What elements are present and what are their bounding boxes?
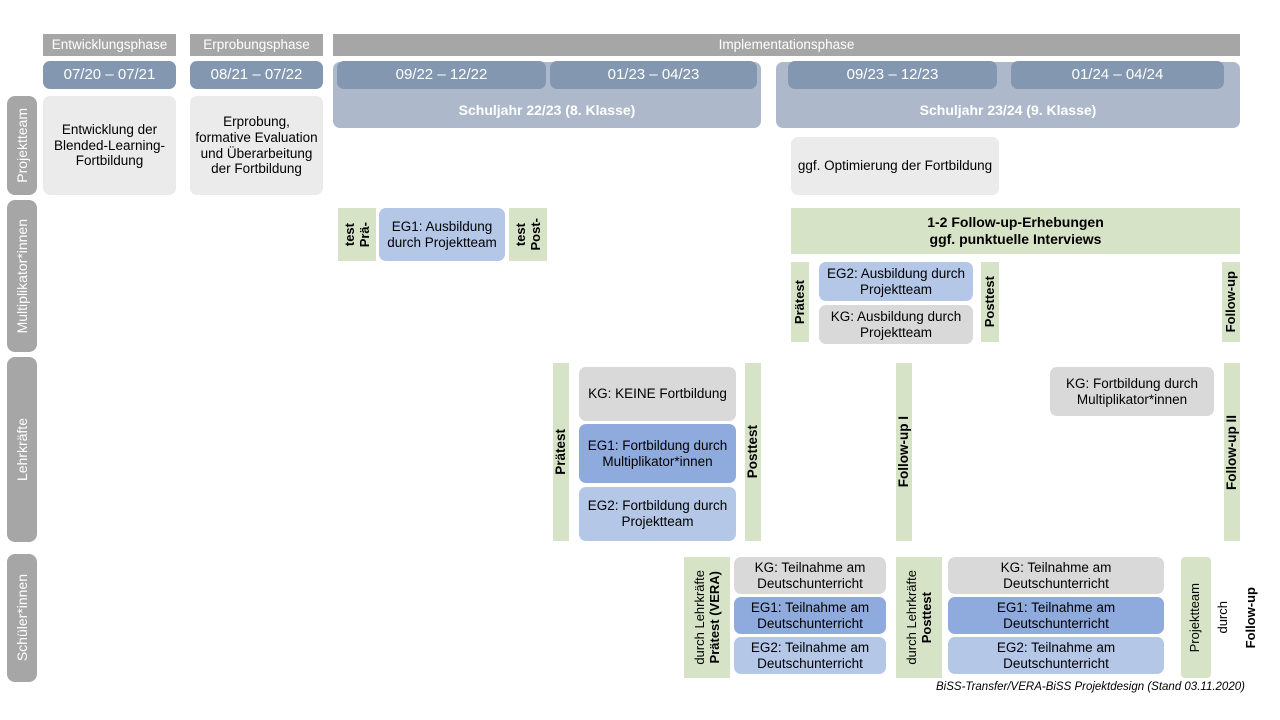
card-text: KG: Teilnahme am Deutschunterricht xyxy=(1000,559,1112,591)
row-label-schuelerinnen: Schüler*innen xyxy=(7,554,37,682)
period-bar-09-23-12-23: 09/23 – 12/23 xyxy=(788,61,997,89)
card-text: EG2: Fortbildung durch Projektteam xyxy=(587,498,728,529)
praetest-text: Prätest xyxy=(792,279,808,325)
banner-line-1: 1-2 Follow-up-Erhebungen xyxy=(927,214,1104,231)
phase-label: Entwicklungsphase xyxy=(51,37,168,53)
phase-header-entwicklungsphase: Entwicklungsphase xyxy=(43,34,176,56)
card-text: EG2: Ausbildung durch Projektteam xyxy=(826,265,966,297)
schueler-eg2-card-1: EG2: Teilnahme am Deutschunterricht xyxy=(734,637,886,674)
row-label-text: Projektteam xyxy=(13,108,30,183)
period-label: 09/22 – 12/22 xyxy=(395,66,488,84)
multiplikatoren-eg2-card: EG2: Ausbildung durch Projektteam xyxy=(819,262,973,301)
lehrkraefte-followup-2: Follow-up II xyxy=(1224,363,1240,541)
lehrkraefte-posttest: Posttest xyxy=(745,363,761,541)
card-text: KG: Ausbildung durch Projektteam xyxy=(830,308,962,340)
multiplikatoren-kg-card: KG: Ausbildung durch Projektteam xyxy=(819,305,973,344)
period-bar-01-23-04-23: 01/23 – 04/23 xyxy=(550,61,757,89)
followup-text: Follow-up xyxy=(1223,271,1239,333)
multiplikatoren-eg1-card: EG1: Ausbildung durch Projektteam xyxy=(379,208,505,261)
praetest-sub-line: durch Lehrkräfte xyxy=(692,570,707,665)
lehrkraefte-followup-1: Follow-up I xyxy=(896,363,912,541)
row-label-lehrkraefte: Lehrkräfte xyxy=(7,357,37,542)
posttest-text: Posttest xyxy=(745,425,761,479)
posttest-sub-line: durch Lehrkräfte xyxy=(904,570,919,665)
projektteam-erprobung-card: Erprobung, formative Evaluation und Über… xyxy=(190,96,323,195)
banner-line-2: ggf. punktuelle Interviews xyxy=(929,231,1102,247)
phase-label: Implementationsphase xyxy=(718,37,855,53)
row-label-text: Schüler*innen xyxy=(13,574,30,662)
period-label: 08/21 – 07/22 xyxy=(210,66,303,84)
followup-text: Follow-up II xyxy=(1224,414,1240,490)
schueler-posttest: Posttest durch Lehrkräfte xyxy=(896,557,942,678)
multiplikatoren-posttest-2: Posttest xyxy=(981,262,999,342)
card-text: Erprobung, formative Evaluation und Über… xyxy=(195,113,318,177)
row-label-projektteam: Projektteam xyxy=(7,96,37,195)
followup-sub-line-2: Projektteam xyxy=(1187,582,1202,653)
school-year-label: Schuljahr 22/23 (8. Klasse) xyxy=(458,102,636,119)
row-label-multiplikatorinnen: Multiplikator*innen xyxy=(7,200,37,352)
phase-header-implementationsphase: Implementationsphase xyxy=(333,34,1240,56)
school-year-label: Schuljahr 23/24 (9. Klasse) xyxy=(919,102,1097,119)
card-text: Entwicklung der Blended-Learning-Fortbil… xyxy=(53,121,166,169)
posttest-bold-line: Posttest xyxy=(919,591,934,644)
card-text: EG2: Teilnahme am Deutschunterricht xyxy=(996,639,1116,671)
schueler-praetest-vera: Prätest (VERA) durch Lehrkräfte xyxy=(684,557,730,678)
period-label: 07/20 – 07/21 xyxy=(63,66,156,84)
period-bar-07-20-07-21: 07/20 – 07/21 xyxy=(43,61,176,89)
row-label-text: Multiplikator*innen xyxy=(13,218,30,334)
lehrkraefte-kg-fortbildung-card: KG: Fortbildung durch Multiplikator*inne… xyxy=(1050,367,1214,416)
schueler-followup-labels: Follow-up durch Projektteam xyxy=(1181,557,1273,678)
schueler-eg1-card-2: EG1: Teilnahme am Deutschunterricht xyxy=(948,597,1164,634)
praetest-line-1: Prä- xyxy=(357,221,372,248)
period-bar-09-22-12-22: 09/22 – 12/22 xyxy=(337,61,546,89)
followup-bold-line: Follow-up xyxy=(1243,586,1258,649)
lehrkraefte-kg-keine-card: KG: KEINE Fortbildung xyxy=(579,367,736,421)
posttest-text: Posttest xyxy=(982,276,998,328)
period-bar-01-24-04-24: 01/24 – 04/24 xyxy=(1011,61,1224,89)
card-text: EG2: Teilnahme am Deutschunterricht xyxy=(750,639,870,671)
multiplikatoren-posttest-1: Post- test xyxy=(509,208,547,261)
posttest-line-1: Post- xyxy=(528,218,543,251)
schueler-kg-card-1: KG: Teilnahme am Deutschunterricht xyxy=(734,557,886,594)
followup-text: Follow-up I xyxy=(896,416,912,488)
phase-header-erprobungsphase: Erprobungsphase xyxy=(190,34,323,56)
period-label: 01/23 – 04/23 xyxy=(607,66,700,84)
posttest-line-2: test xyxy=(513,222,528,247)
lehrkraefte-praetest: Prätest xyxy=(553,363,569,541)
projektteam-optimierung-card: ggf. Optimierung der Fortbildung xyxy=(791,137,999,195)
lehrkraefte-eg2-card: EG2: Fortbildung durch Projektteam xyxy=(579,487,736,541)
footer-caption: BiSS-Transfer/VERA-BiSS Projektdesign (S… xyxy=(936,681,1245,693)
praetest-text: Prätest xyxy=(553,429,569,475)
lehrkraefte-eg1-card: EG1: Fortbildung durch Multiplikator*inn… xyxy=(579,424,736,483)
card-text: KG: Teilnahme am Deutschunterricht xyxy=(754,559,866,591)
followup-sub-line-1: durch xyxy=(1215,601,1230,634)
praetest-line-2: test xyxy=(342,222,357,247)
row-label-text: Lehrkräfte xyxy=(13,417,30,482)
multiplikatoren-praetest-1: Prä- test xyxy=(338,208,376,261)
period-bar-08-21-07-22: 08/21 – 07/22 xyxy=(190,61,323,89)
multiplikatoren-praetest-2: Prätest xyxy=(791,262,809,342)
card-text: ggf. Optimierung der Fortbildung xyxy=(797,158,993,174)
schueler-eg2-card-2: EG2: Teilnahme am Deutschunterricht xyxy=(948,637,1164,674)
period-label: 09/23 – 12/23 xyxy=(846,66,939,84)
card-text: KG: Fortbildung durch Multiplikator*inne… xyxy=(1065,375,1199,407)
card-text: EG1: Teilnahme am Deutschunterricht xyxy=(996,599,1116,631)
card-text: KG: KEINE Fortbildung xyxy=(588,386,727,402)
phase-label: Erprobungsphase xyxy=(203,37,310,53)
multiplikatoren-followup: Follow-up xyxy=(1222,262,1240,342)
card-text: EG1: Teilnahme am Deutschunterricht xyxy=(750,599,870,631)
schueler-followup-box xyxy=(1181,557,1211,678)
praetest-bold-line: Prätest (VERA) xyxy=(707,571,722,664)
card-text: EG1: Ausbildung durch Projektteam xyxy=(387,218,497,250)
schueler-eg1-card-1: EG1: Teilnahme am Deutschunterricht xyxy=(734,597,886,634)
period-label: 01/24 – 04/24 xyxy=(1071,66,1164,84)
projektteam-entwicklung-card: Entwicklung der Blended-Learning-Fortbil… xyxy=(43,96,176,195)
card-text: EG1: Fortbildung durch Multiplikator*inn… xyxy=(587,437,728,469)
multiplikatoren-followup-banner: 1-2 Follow-up-Erhebungen ggf. punktuelle… xyxy=(791,208,1240,254)
schueler-kg-card-2: KG: Teilnahme am Deutschunterricht xyxy=(948,557,1164,594)
